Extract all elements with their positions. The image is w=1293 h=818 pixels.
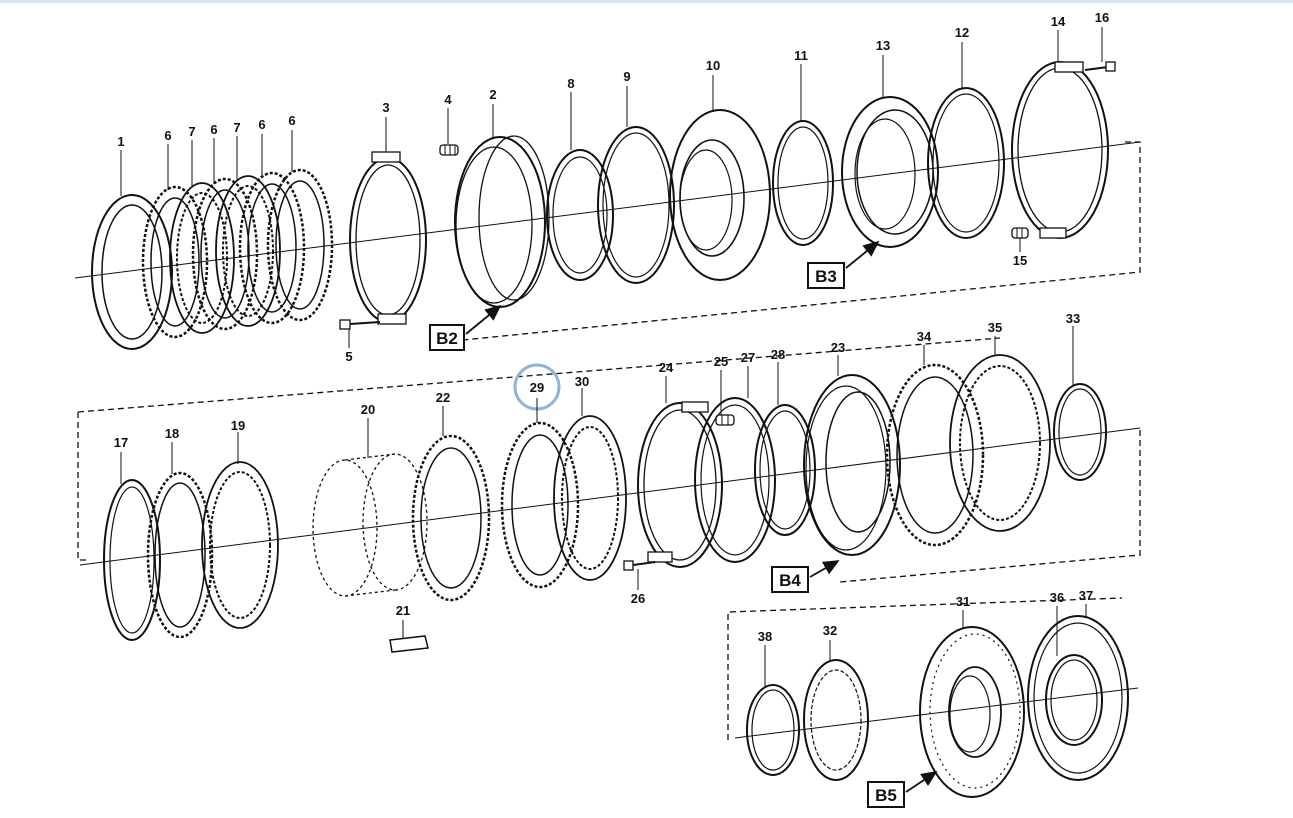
label-26: 26 [631, 591, 645, 606]
group-label-b5: B5 [867, 771, 938, 808]
label-19: 19 [231, 418, 245, 433]
label-24: 24 [659, 360, 674, 375]
part-37-ring [1027, 615, 1129, 781]
part-2-piston [454, 135, 550, 308]
label-6a: 6 [164, 128, 171, 143]
label-4: 4 [444, 92, 452, 107]
label-5: 5 [345, 349, 352, 364]
part-18-disc [146, 471, 214, 639]
label-14: 14 [1051, 14, 1066, 29]
part-32-plate [803, 659, 869, 781]
label-9: 9 [623, 69, 630, 84]
label-32: 32 [823, 623, 837, 638]
group-label-b4: B4 [771, 560, 840, 593]
part-24-snap-ring [637, 401, 723, 568]
part-25-spring [715, 414, 735, 426]
top-border [0, 0, 1293, 3]
part-10-housing [669, 109, 771, 281]
label-37: 37 [1079, 588, 1093, 603]
label-6d: 6 [288, 113, 295, 128]
part-9-ring [597, 126, 675, 284]
panel-middle: B4 17 18 19 20 [77, 311, 1141, 653]
label-10: 10 [706, 58, 720, 73]
part-27-ring [694, 397, 776, 563]
part-17-ring [103, 479, 161, 641]
part-4-spring [439, 144, 459, 156]
label-34: 34 [917, 329, 932, 344]
part-23-piston [803, 374, 901, 556]
group-b2-text: B2 [436, 329, 458, 348]
panel-top: B2 B3 [74, 10, 1141, 364]
label-15: 15 [1013, 253, 1027, 268]
label-22: 22 [436, 390, 450, 405]
part-12-ring [927, 87, 1005, 239]
part-21-key [389, 635, 429, 653]
label-38: 38 [758, 629, 772, 644]
group-b3-text: B3 [815, 267, 837, 286]
part-numbers-middle: 17 18 19 20 22 29 30 24 25 27 28 23 34 3… [114, 311, 1080, 618]
part-19-disc [201, 461, 279, 629]
part-31-piston [919, 626, 1025, 798]
clutch-disc-pack-top [141, 168, 334, 339]
part-14-snap-ring [1011, 61, 1109, 239]
group-b4-text: B4 [779, 571, 801, 590]
leaders-middle [120, 326, 1074, 638]
leaders-bottom [764, 604, 1087, 686]
part-34-disc [885, 363, 985, 547]
part-15-spring [1011, 227, 1029, 239]
label-1: 1 [117, 134, 124, 149]
label-16: 16 [1095, 10, 1109, 25]
label-6b: 6 [210, 122, 217, 137]
part-8-ring [546, 149, 614, 281]
part-5-bolt [339, 319, 381, 330]
label-17: 17 [114, 435, 128, 450]
part-28-ring [754, 404, 816, 536]
label-7a: 7 [188, 124, 195, 139]
part-numbers-bottom: 38 32 31 36 37 [758, 588, 1093, 644]
label-33: 33 [1066, 311, 1080, 326]
part-30-disc [553, 415, 627, 581]
label-25: 25 [714, 354, 728, 369]
part-13-piston [841, 96, 939, 248]
label-13: 13 [876, 38, 890, 53]
label-23: 23 [831, 340, 845, 355]
part-26-bolt [623, 560, 656, 571]
part-16-bolt [1084, 61, 1116, 72]
label-30: 30 [575, 374, 589, 389]
group-label-b2: B2 [429, 304, 502, 351]
part-22-disc [411, 434, 491, 602]
label-36: 36 [1050, 590, 1064, 605]
group-b5-text: B5 [875, 786, 897, 805]
part-1-ring [91, 194, 173, 350]
leaders-top [120, 27, 1103, 348]
label-3: 3 [382, 100, 389, 115]
part-3-snap-ring [349, 151, 427, 325]
label-8: 8 [567, 76, 574, 91]
label-12: 12 [955, 25, 969, 40]
label-29[interactable]: 29 [530, 380, 544, 395]
part-numbers-top: 1 6 7 6 7 6 6 3 4 2 8 9 10 11 13 12 14 1… [117, 10, 1109, 364]
label-6c: 6 [258, 117, 265, 132]
part-35-disc [949, 354, 1051, 532]
part-11-ring [772, 120, 834, 246]
part-36-ring [1045, 654, 1103, 746]
group-label-b3: B3 [807, 240, 880, 289]
part-33-ring [1053, 383, 1107, 481]
label-27: 27 [741, 350, 755, 365]
label-35: 35 [988, 320, 1002, 335]
part-29-disc [500, 421, 580, 589]
part-20-drum [312, 453, 428, 597]
label-31: 31 [956, 594, 970, 609]
label-7b: 7 [233, 120, 240, 135]
label-20: 20 [361, 402, 375, 417]
label-2: 2 [489, 87, 496, 102]
label-21: 21 [396, 603, 410, 618]
panel-bottom: B5 38 32 31 36 37 [727, 588, 1139, 808]
label-18: 18 [165, 426, 179, 441]
part-38-ring [746, 684, 800, 776]
label-28: 28 [771, 347, 785, 362]
label-11: 11 [794, 48, 808, 63]
